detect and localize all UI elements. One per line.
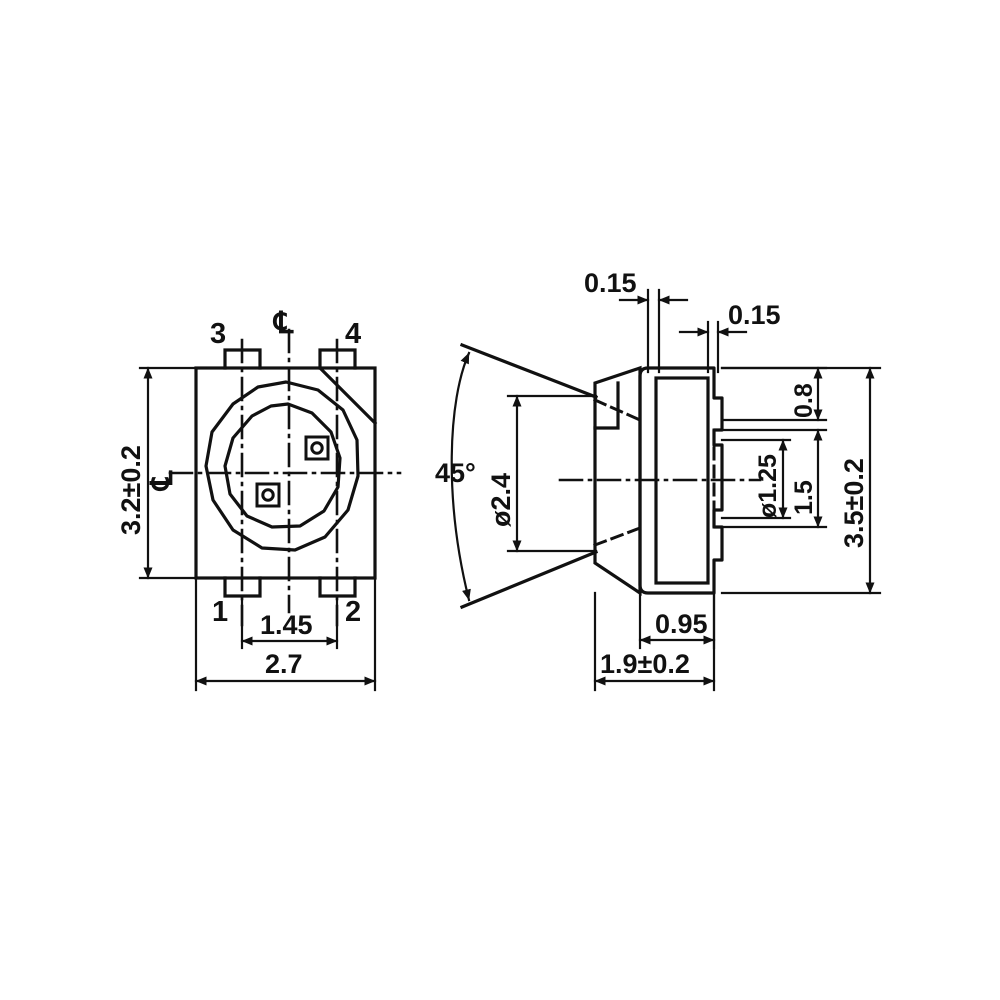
dimension-height-3-2: 3.2±0.2 xyxy=(116,366,207,580)
bond-pad-marker-upper xyxy=(304,435,330,461)
side-view: 45° ø2.4 0.15 0.15 xyxy=(435,268,882,692)
svg-text:ø1.25: ø1.25 xyxy=(754,454,782,518)
svg-text:3.5±0.2: 3.5±0.2 xyxy=(839,458,869,548)
side-view-body-outline xyxy=(638,366,724,595)
dimension-0-95: 0.95 xyxy=(638,591,716,650)
dimension-0-8: 0.8 xyxy=(720,366,828,422)
svg-text:45°: 45° xyxy=(435,458,476,488)
corner-chamfer-line xyxy=(317,365,378,426)
pin-label-3: 3 xyxy=(210,318,226,350)
svg-text:0.8: 0.8 xyxy=(790,383,818,418)
pin-label-4: 4 xyxy=(345,318,361,350)
dimension-1-9: 1.9±0.2 xyxy=(593,591,716,692)
centerline-symbol-left: ℄ xyxy=(146,470,179,492)
svg-text:1.45: 1.45 xyxy=(260,610,313,640)
svg-text:ø2.4: ø2.4 xyxy=(486,473,516,527)
taper-hidden-edge-lower xyxy=(593,526,642,547)
dimension-width-2-7: 2.7 xyxy=(194,576,377,692)
side-view-notch-step xyxy=(593,381,620,430)
svg-text:3.2±0.2: 3.2±0.2 xyxy=(116,445,146,535)
dimension-3-5: 3.5±0.2 xyxy=(720,366,882,595)
svg-text:0.15: 0.15 xyxy=(728,300,781,330)
dimension-angle-45: 45° xyxy=(435,342,599,610)
dimension-dia-1-25: ø1.25 xyxy=(720,438,792,520)
svg-text:2.7: 2.7 xyxy=(265,649,303,679)
lens-inner-ring xyxy=(223,402,342,529)
svg-text:℄: ℄ xyxy=(146,470,179,492)
top-view: ℄ ℄ 3 4 1 2 3.2±0.2 1.45 2.7 xyxy=(116,307,402,692)
svg-text:1.9±0.2: 1.9±0.2 xyxy=(600,649,690,679)
svg-text:0.95: 0.95 xyxy=(655,609,708,639)
taper-hidden-edge-upper xyxy=(593,398,642,422)
svg-text:1.5: 1.5 xyxy=(790,480,818,515)
svg-text:℄: ℄ xyxy=(272,307,294,340)
bond-pad-marker-lower xyxy=(255,482,281,508)
centerline-symbol-top: ℄ xyxy=(272,307,294,340)
pin-label-1: 1 xyxy=(212,596,228,628)
lens-outer-ring xyxy=(204,380,360,552)
dimension-pitch-1-45: 1.45 xyxy=(240,594,339,650)
dimension-dia-2-4: ø2.4 xyxy=(486,394,598,553)
dimension-lead-0-15-right: 0.15 xyxy=(678,300,781,374)
dimension-1-5: 1.5 xyxy=(720,428,828,529)
svg-text:0.15: 0.15 xyxy=(584,268,637,298)
dimension-lead-0-15-left: 0.15 xyxy=(584,268,689,374)
pin-label-2: 2 xyxy=(345,596,361,628)
